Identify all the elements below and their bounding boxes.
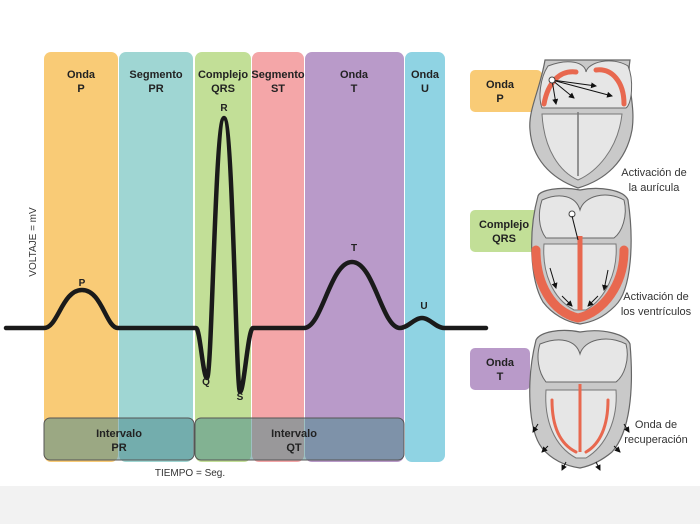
interval-pr: Intervalo PR [43,417,195,461]
y-axis-label: VOLTAJE = mV [28,207,39,277]
column-onda-u: Onda U [405,52,445,462]
column-label-line2: PR [148,83,163,95]
ecg-trace [3,115,489,395]
interval-bar [43,417,195,461]
interval-label-line1: Intervalo [96,428,142,440]
stage-tag-line1: Onda [486,357,515,369]
wave-labels: P R Q S T U [79,103,428,403]
stage-tag [470,70,542,112]
column-label-line2: QRS [211,83,235,95]
stage-tag-line1: Onda [486,79,515,91]
interval-bars: Intervalo PR Intervalo QT [43,417,405,461]
stage-caption-line2: los ventrículos [621,306,692,318]
wave-label-q: Q [202,377,210,388]
column-band [405,52,445,462]
column-label-line1: Complejo [198,69,248,81]
column-band [305,52,404,462]
wave-label-t: T [351,243,357,254]
stage-tag-line2: QRS [492,233,516,245]
interval-label-line1: Intervalo [271,428,317,440]
bottom-strip [0,486,700,524]
wave-label-p: P [79,278,86,289]
heart-icon [529,59,634,189]
x-axis-label: TIEMPO = Seg. [155,468,225,479]
stage-onda-p: Onda P Activación de la aurícula [470,59,687,194]
column-label-line1: Segmento [251,69,304,81]
wave-label-r: R [220,103,228,114]
column-label-line1: Segmento [129,69,182,81]
stage-caption-line2: recuperación [624,434,688,446]
column-label-line2: T [351,83,358,95]
column-segmento-pr: Segmento PR [119,52,193,462]
column-label-line1: Onda [340,69,369,81]
stage-onda-t: Onda T Onda de recuperación [470,329,688,471]
column-label-line2: P [77,83,84,95]
column-label-line2: ST [271,83,285,95]
stage-caption-line1: Activación de [623,291,688,303]
column-band [44,52,118,462]
stage-tag [470,348,530,390]
interval-qt: Intervalo QT [194,417,405,461]
stage-tag-line2: P [496,93,503,105]
column-band [119,52,193,462]
column-label-line1: Onda [67,69,96,81]
column-band [252,52,304,462]
interval-label-line2: QT [286,442,302,454]
stage-complejo-qrs: Complejo QRS Activación de los ventrícul… [470,187,692,325]
column-label-line2: U [421,83,429,95]
stage-caption-line1: Activación de [621,167,686,179]
interval-label-line2: PR [111,442,126,454]
wave-label-s: S [237,392,244,403]
stage-tag-line1: Complejo [479,219,529,231]
stage-tag-line2: T [497,371,504,383]
heart-icon [531,187,632,325]
wave-label-u: U [420,301,427,312]
column-segmento-st: Segmento ST [251,52,305,462]
stage-caption-line2: la aurícula [629,182,681,194]
interval-bar [194,417,405,461]
stage-caption-line1: Onda de [635,419,677,431]
column-onda-t: Onda T [305,52,404,462]
column-label-line1: Onda [411,69,440,81]
heart-icon [529,329,632,471]
stage-tag [470,210,542,252]
column-onda-p: Onda P [44,52,118,462]
ecg-columns: Onda P Segmento PR Complejo QRS Segmento… [44,52,445,462]
